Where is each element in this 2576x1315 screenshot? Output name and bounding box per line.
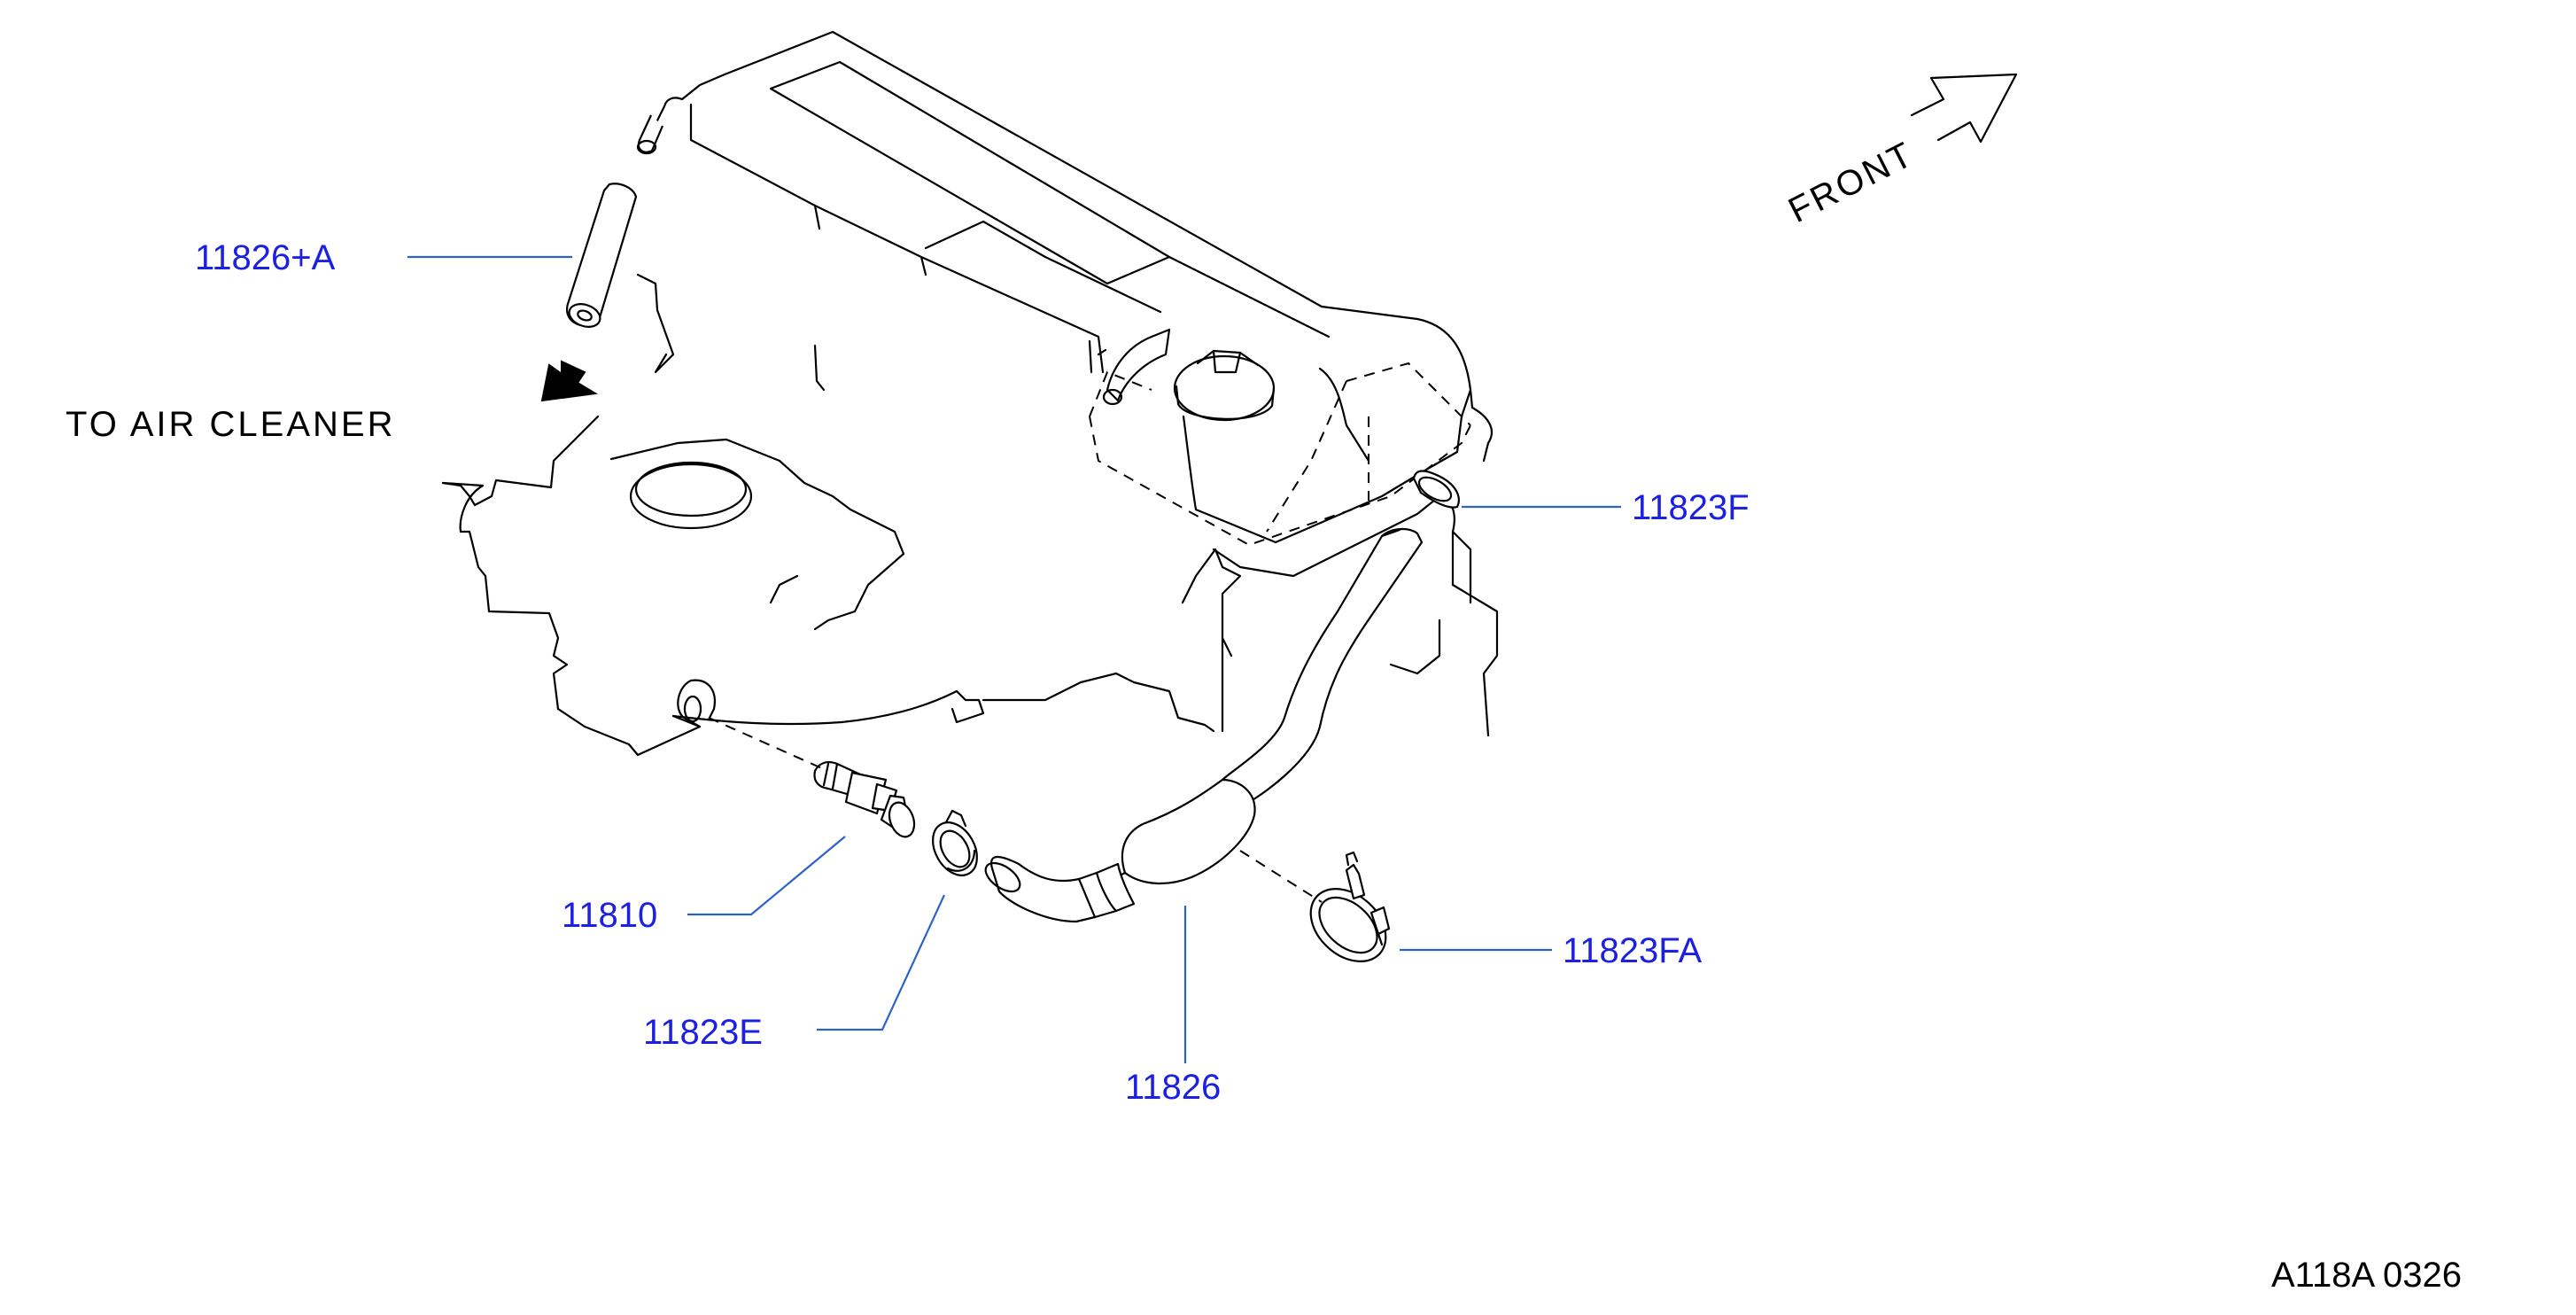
part-11826-hose <box>984 527 1424 923</box>
oil-separator-tank <box>1182 367 1472 544</box>
callout-11823f: 11823F <box>1632 488 1750 527</box>
part-11823fa-clamp <box>1309 851 1391 962</box>
front-direction-arrow-icon <box>1910 73 2018 144</box>
part-11823e-clamp <box>932 809 978 876</box>
callout-11810: 11810 <box>562 896 657 935</box>
callout-11823e: 11823E <box>643 1013 763 1052</box>
part-11826-a-hose <box>566 183 638 328</box>
air-cleaner-arrow-icon <box>540 360 598 402</box>
diagram-code: A118A 0326 <box>2271 1256 2462 1295</box>
breather-nipple <box>1102 328 1171 406</box>
oil-filler-cap <box>1173 349 1276 422</box>
front-label: FRONT <box>1782 134 1920 230</box>
leader-lines <box>407 255 1621 1063</box>
leader-11823e <box>817 894 945 1031</box>
callout-11826: 11826 <box>1125 1068 1221 1107</box>
callout-11826-a: 11826+A <box>195 238 336 277</box>
part-11810-pcv-valve <box>813 761 916 838</box>
separator-outline-dashed <box>1089 362 1471 547</box>
part-11823f-fitting <box>1412 470 1460 509</box>
callout-11823fa: 11823FA <box>1563 931 1702 970</box>
assembly-dashed-lines <box>708 717 1323 903</box>
leader-11810 <box>687 836 846 916</box>
to-air-cleaner-note: TO AIR CLEANER <box>66 405 395 444</box>
upper-hose-fitting <box>636 97 683 155</box>
engine-assembly <box>441 30 1499 757</box>
